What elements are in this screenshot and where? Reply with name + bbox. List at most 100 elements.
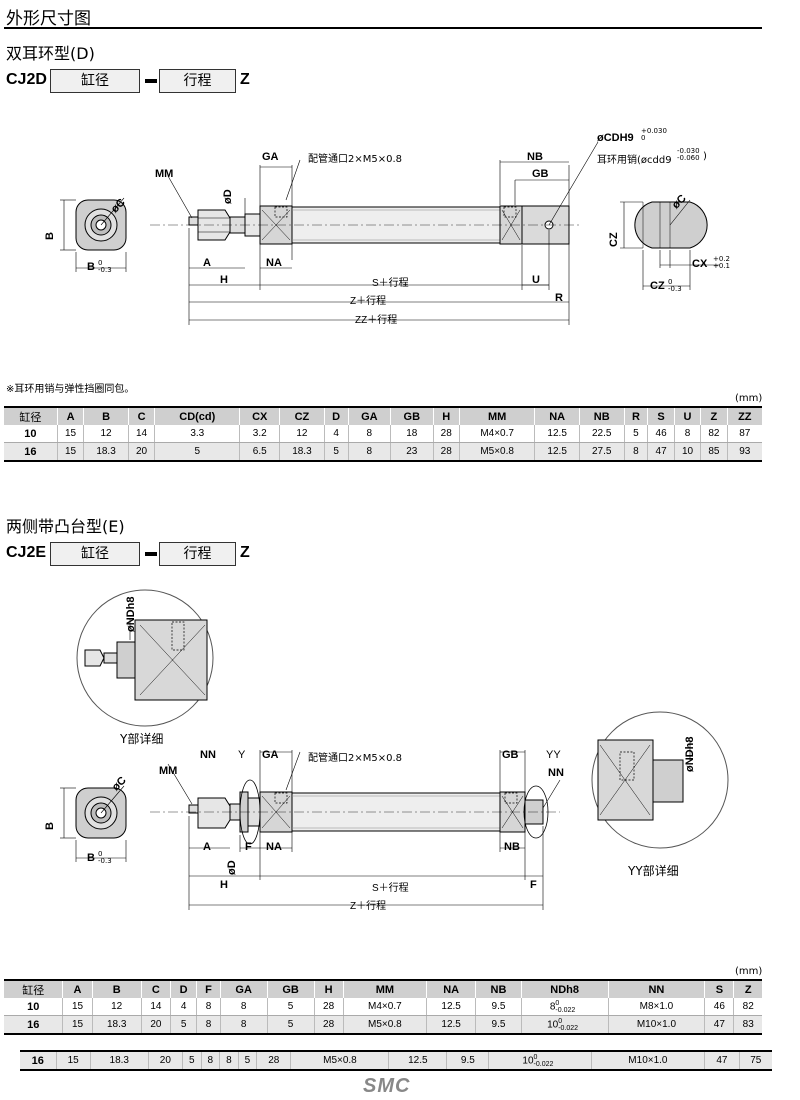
d-dimension-lines [167, 141, 599, 325]
section-d-note: ※耳环用销与弹性挡圈同包。 [6, 384, 135, 395]
table-cell: 12.5 [426, 998, 476, 1016]
section-e-model: CJ2E [6, 544, 47, 561]
table-header-cell: NA [534, 406, 580, 425]
table-cell: 5 [266, 998, 315, 1016]
table-cell: 47 [704, 1050, 740, 1071]
tolerance: 0 -0.022 [555, 999, 576, 1014]
d-label-cdh9-tol: +0.030 0 [641, 127, 667, 142]
table-cell: 75 [738, 1050, 772, 1071]
table-cell: 12 [83, 425, 129, 443]
e-label-mm: MM [159, 765, 178, 777]
table-cell: 12.5 [388, 1050, 447, 1071]
d-label-b: B [87, 261, 95, 273]
d-label-s: S＋行程 [372, 278, 409, 289]
section-e-suffix: Z [240, 544, 250, 561]
d-label-cdh9: øCDH9 [597, 132, 634, 144]
table-cell: 46 [647, 425, 675, 443]
d-label-pin-close: ) [703, 151, 707, 162]
d-label-cx-tol: +0.2 +0.1 [713, 255, 730, 270]
e-label-ndh8-yy: øNDh8 [684, 736, 696, 772]
table-header-cell: 缸径 [4, 406, 58, 425]
section-e-unit: (mm) [735, 966, 763, 977]
table-cell: 5 [266, 1015, 315, 1035]
table-cell: 18.3 [279, 442, 325, 462]
table-cell: 5 [169, 1015, 197, 1035]
section-e-title: 两侧带凸台型(E) [6, 517, 125, 536]
table-cell: 18.3 [89, 1050, 149, 1071]
table-header-cell: NB [475, 979, 522, 998]
table-header-cell: D [169, 979, 197, 998]
table-cell: M5×0.8 [342, 1015, 427, 1035]
table-cell: 8 [196, 998, 221, 1016]
table-header-cell: U [673, 406, 701, 425]
section-d-unit: (mm) [735, 393, 763, 404]
table-cell: 8 [196, 1015, 221, 1035]
d-label-cz: CZ [650, 280, 665, 292]
d-label-ga: GA [262, 151, 279, 163]
section-d-bore-box: 缸径 [50, 69, 140, 93]
section-e-bore-box: 缸径 [50, 542, 140, 566]
e-label-b-vert: B [44, 822, 56, 830]
section-d-title: 双耳环型(D) [6, 44, 95, 63]
table-header-cell: CZ [279, 406, 325, 425]
section-e-stroke-box: 行程 [159, 542, 236, 566]
e-label-gb: GB [502, 749, 519, 761]
table-cell: 8 [623, 442, 648, 462]
table-cell: 83 [733, 1015, 762, 1035]
table-cell: 8 [219, 998, 268, 1016]
e-label-yy-detail: YY部详细 [628, 864, 679, 878]
table-header-cell: Z [733, 979, 762, 998]
table-header-cell: C [140, 979, 171, 998]
table-header-cell: F [196, 979, 221, 998]
table-header-cell: S [647, 406, 675, 425]
e-label-f-right: F [530, 879, 537, 891]
table-cell: 8 [200, 1050, 220, 1071]
table-header-cell: GB [390, 406, 434, 425]
table-header-cell: CD(cd) [154, 406, 240, 425]
d-cylinder-side [150, 205, 580, 245]
table-cell: 47 [647, 442, 675, 462]
table-cell: 3.2 [239, 425, 280, 443]
section-d-suffix: Z [240, 71, 250, 88]
table-header-cell: B [83, 406, 129, 425]
table-cell: M10×1.0 [590, 1050, 705, 1071]
e-label-y-detail: Y部详细 [120, 732, 164, 746]
e-yy-detail [591, 711, 729, 849]
section-d-stroke-box: 行程 [159, 69, 236, 93]
table-cell: 14 [140, 998, 171, 1016]
e-label-a: A [203, 841, 211, 853]
table-header-cell: MM [342, 979, 427, 998]
d-label-u: U [532, 274, 540, 286]
table-header-cell: NB [578, 406, 625, 425]
table-cell: 15 [56, 442, 84, 462]
table-cell: 8 [219, 1015, 268, 1035]
d-label-cx: CX [692, 258, 708, 270]
table-cell: 85 [700, 442, 728, 462]
table-cell: 28 [432, 442, 460, 462]
d-label-port: 配管通口2×M5×0.8 [308, 154, 403, 165]
table-cell: 4 [169, 998, 197, 1016]
e-label-d: øD [226, 860, 238, 875]
table-cell: 20 [147, 1050, 183, 1071]
table-cell: 12.5 [534, 442, 580, 462]
table-header-cell: D [323, 406, 349, 425]
d-label-z: Z＋行程 [350, 296, 387, 307]
d-label-nb: NB [527, 151, 543, 163]
table-cell: 5 [323, 442, 349, 462]
table-cell: M4×0.7 [458, 425, 535, 443]
d-left-end-view [60, 197, 127, 272]
table-cell: 18.3 [91, 1015, 142, 1035]
table-header-cell: CX [239, 406, 280, 425]
e-label-port: 配管通口2×M5×0.8 [308, 753, 403, 764]
table-cell: 8 [673, 425, 701, 443]
table-cell: 100 -0.022 [488, 1050, 592, 1071]
e-dimension-lines [167, 750, 561, 910]
table-cell: 27.5 [578, 442, 625, 462]
table-cell: 9.5 [475, 998, 522, 1016]
table-cell: 82 [700, 425, 728, 443]
